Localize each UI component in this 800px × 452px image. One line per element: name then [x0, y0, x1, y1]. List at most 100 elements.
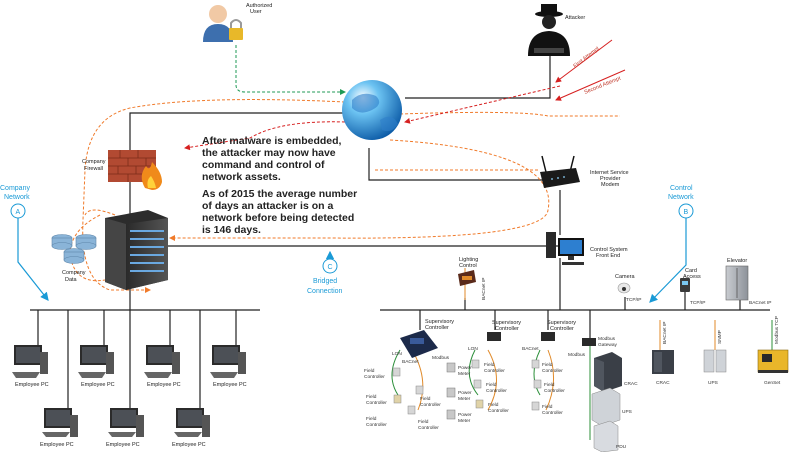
- isp-label-1: Internet Service: [590, 170, 629, 176]
- subnet-wiring: [391, 268, 773, 440]
- badge-c-text: C: [328, 264, 333, 271]
- bridged-label-2: Connection: [307, 288, 343, 295]
- elevator-label: Elevator: [727, 258, 747, 264]
- attacker-icon: [528, 4, 570, 56]
- power-meter-label: Meter: [458, 396, 471, 402]
- message-p1-line-4: network assets.: [202, 171, 281, 183]
- power-meter-label: Power: [458, 365, 472, 371]
- message-p1-line-1: After malware is embedded,: [202, 135, 342, 147]
- field-controller-label: Field: [544, 382, 555, 388]
- field-controller-labels: Field Controller Field Controller Field …: [364, 362, 565, 431]
- internet-globe-icon: [342, 80, 402, 140]
- company-data-label-2: Data: [65, 277, 78, 283]
- message-text: After malware is embedded, the attacker …: [202, 135, 357, 236]
- field-controller-label: Field: [542, 404, 553, 410]
- sup-ctrl-3-label-1: Supervisory: [547, 320, 576, 326]
- power-meter-label: Meter: [458, 418, 471, 424]
- genset-modbus-label: Modbus TCP: [774, 316, 780, 344]
- employee-pc-label: Employee PC: [81, 382, 115, 388]
- employee-pcs: [12, 345, 246, 437]
- field-controllers: [392, 359, 542, 415]
- card-access-icon: [680, 278, 690, 292]
- crac-unit-icon: [594, 352, 622, 392]
- control-network-label-2: Network: [668, 194, 694, 201]
- isp-modem-icon: [540, 155, 580, 188]
- sup-ctrl-3-label-2: Controller: [550, 326, 574, 332]
- modbus-label-1: Modbus: [432, 355, 450, 361]
- authorized-user-icon: [203, 5, 243, 42]
- field-controller-label: Field: [418, 419, 429, 425]
- field-controller-label: Controller: [364, 374, 385, 380]
- field-controller-label: Field: [366, 394, 377, 400]
- camera-icon: [617, 282, 631, 294]
- authorized-user-label-1: Authorized: [246, 3, 272, 9]
- sup-ctrl-1-label-1: Supervisory: [425, 319, 454, 325]
- ups-snmp-label: SNMP: [717, 330, 723, 344]
- modbus-label-2: Modbus: [568, 352, 586, 358]
- field-controller-label: Controller: [366, 400, 387, 406]
- field-controller-label: Field: [488, 402, 499, 408]
- elevator-icon: [725, 265, 749, 301]
- employee-pc-label: Employee PC: [213, 382, 247, 388]
- isp-label-3: Modem: [601, 182, 620, 188]
- field-controller-label: Field: [364, 368, 375, 374]
- authorized-user-label-2: User: [250, 9, 262, 15]
- sup-ctrl-2-label-2: Controller: [495, 326, 519, 332]
- ups-label-1: UPS: [622, 409, 632, 415]
- supervisory-controller-icon: [541, 332, 555, 341]
- modbus-gateway-icon: [582, 338, 596, 346]
- server-rack-icon: [105, 210, 168, 290]
- field-controller-label: Field: [420, 396, 431, 402]
- camera-tcpip-label: TCP/IP: [626, 297, 641, 303]
- modbus-gateway-label-1: Modbus: [598, 336, 616, 342]
- crac-unit-icon: [652, 350, 674, 374]
- lon-label-1: LON: [392, 351, 402, 357]
- employee-pc: [144, 345, 180, 378]
- control-network-callout: Control Network B: [649, 185, 694, 303]
- front-end-computer-icon: [546, 232, 584, 265]
- field-controller-label: Controller: [366, 422, 387, 428]
- message-p1-line-3: command and control of: [202, 159, 325, 171]
- badge-a-text: A: [16, 209, 21, 216]
- bacnet-label-2: BACnet: [522, 346, 539, 352]
- ups-unit-icon: [591, 387, 621, 427]
- employee-pc-label: Employee PC: [40, 442, 74, 448]
- employee-pc: [210, 345, 246, 378]
- elevator-bacnet-label: BACnet IP: [749, 300, 771, 306]
- power-meters: [446, 362, 456, 420]
- supervisory-controller-icon: [487, 332, 501, 341]
- message-p2-line-4: is 146 days.: [202, 224, 261, 236]
- company-network-label-1: Company: [0, 185, 30, 192]
- company-data-label-1: Company: [62, 270, 86, 276]
- power-meter-label: Power: [458, 412, 472, 418]
- attacker-label: Attacker: [565, 15, 585, 21]
- employee-pc: [78, 345, 114, 378]
- employee-pc-label: Employee PC: [106, 442, 140, 448]
- field-controller-label: Controller: [488, 408, 509, 414]
- crac-bacnet-label: BACnet IP: [662, 322, 668, 344]
- employee-pc: [42, 408, 78, 437]
- employee-pc-label: Employee PC: [172, 442, 206, 448]
- sup-ctrl-2-label-1: Supervisory: [492, 320, 521, 326]
- bridged-connection-callout: C Bridged Connection: [307, 250, 343, 295]
- employee-pc-label: Employee PC: [147, 382, 181, 388]
- pdu-unit-icon: [593, 420, 619, 452]
- front-end-label-1: Control System: [590, 247, 628, 253]
- isp-label-2: Provider: [600, 176, 621, 182]
- supervisory-controller-icon: [400, 330, 438, 358]
- card-access-label-2: Access: [683, 274, 701, 280]
- employee-pc-labels: Employee PC Employee PC Employee PC Empl…: [15, 382, 247, 448]
- front-end-label-2: Front End: [596, 253, 620, 259]
- field-controller-label: Field: [484, 362, 495, 368]
- field-controller-label: Field: [486, 382, 497, 388]
- lighting-label-2: Control: [459, 263, 477, 269]
- employee-pc: [108, 408, 144, 437]
- company-network-callout: Company Network A: [0, 185, 49, 301]
- first-attempt-label: First Attempt: [573, 46, 601, 70]
- firewall-label-1: Company: [82, 159, 106, 165]
- power-meter-label: Meter: [458, 371, 471, 377]
- power-meter-labels: Power Meter Power Meter Power Meter: [458, 365, 472, 424]
- employee-pc: [12, 345, 48, 378]
